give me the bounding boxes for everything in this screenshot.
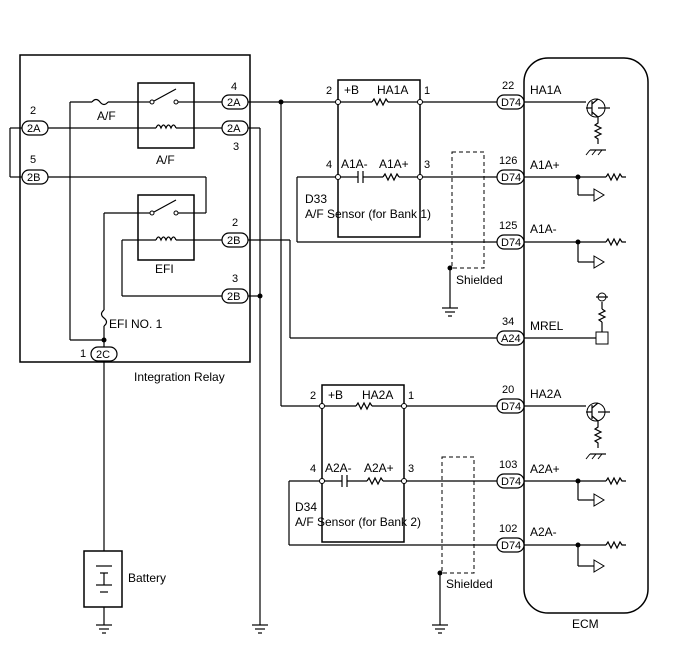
relay-pin-3-2b: 3 2B xyxy=(221,273,249,304)
svg-text:20: 20 xyxy=(502,384,514,396)
shield1-ground-icon xyxy=(442,307,458,317)
ecm-input-a1a-plus-icon xyxy=(524,172,626,202)
svg-text:22: 22 xyxy=(502,80,514,92)
battery-ground-icon xyxy=(96,624,112,634)
ecm-terminal-a2a-minus: 102 D74 A2A- xyxy=(496,523,557,553)
ecm-terminal-a1a-plus: 126 D74 A1A+ xyxy=(496,155,560,185)
svg-text:103: 103 xyxy=(499,459,517,471)
bank2-sensor-id: D34 xyxy=(295,500,317,514)
shielded-label-1: Shielded xyxy=(456,273,503,287)
svg-text:2: 2 xyxy=(232,217,238,229)
svg-text:1: 1 xyxy=(408,390,414,402)
svg-text:2B: 2B xyxy=(227,291,240,303)
ecm-terminal-a2a-plus: 103 D74 A2A+ xyxy=(496,459,560,489)
relay-pin-2-2b: 2 2B xyxy=(221,217,249,248)
svg-text:2: 2 xyxy=(310,390,316,402)
svg-text:2C: 2C xyxy=(96,349,110,361)
efi-no1-fuse-label: EFI NO. 1 xyxy=(109,317,163,331)
ecm-label: ECM xyxy=(572,617,599,631)
integration-relay-box xyxy=(19,54,251,363)
af-relay-label: A/F xyxy=(156,153,175,167)
svg-text:2B: 2B xyxy=(227,235,240,247)
bank1-heater-label: HA1A xyxy=(377,83,408,97)
svg-text:2: 2 xyxy=(326,85,332,97)
shield-bank1 xyxy=(451,151,485,269)
ecm-transistor-ha2a-icon xyxy=(524,402,610,460)
svg-text:3: 3 xyxy=(232,273,238,285)
af-sensor-bank1-box xyxy=(337,79,421,238)
shielded-label-2: Shielded xyxy=(446,577,493,591)
relay-pin-3-2a: 2A 3 xyxy=(221,120,249,153)
svg-text:A1A+: A1A+ xyxy=(530,158,560,172)
svg-text:3: 3 xyxy=(233,141,239,153)
svg-text:A24: A24 xyxy=(501,333,521,345)
efi-relay-label: EFI xyxy=(155,262,174,276)
af-relay-box xyxy=(137,82,195,149)
ecm-terminal-ha2a: 20 D74 HA2A xyxy=(496,384,561,414)
svg-text:HA2A: HA2A xyxy=(530,387,561,401)
svg-text:A2A+: A2A+ xyxy=(530,462,560,476)
shield2-ground-icon xyxy=(432,624,448,634)
relay-pin-5-2b-left: 5 2B xyxy=(21,154,49,185)
svg-text:1: 1 xyxy=(424,85,430,97)
relay-pin-2-2a-left: 2 2A xyxy=(21,105,49,136)
efi-relay-box xyxy=(137,194,195,261)
svg-text:D74: D74 xyxy=(501,237,521,249)
shield-bank2 xyxy=(441,456,475,574)
svg-text:2A: 2A xyxy=(227,123,241,135)
svg-text:4: 4 xyxy=(310,463,316,475)
relay-pin-1-2c: 1 2C xyxy=(80,346,118,362)
svg-text:2B: 2B xyxy=(27,172,40,184)
svg-text:5: 5 xyxy=(30,154,36,166)
bank2-sig-minus-label: A2A- xyxy=(325,461,352,475)
svg-text:A2A-: A2A- xyxy=(530,525,557,539)
bank2-sensor-name: A/F Sensor (for Bank 2) xyxy=(295,515,421,529)
ecm-mrel-icon xyxy=(524,292,609,345)
svg-text:D74: D74 xyxy=(501,401,521,413)
bank1-sensor-id: D33 xyxy=(305,192,327,206)
svg-text:2: 2 xyxy=(30,105,36,117)
bank1-sensor-name: A/F Sensor (for Bank 1) xyxy=(305,207,431,221)
bank2-heater-label: HA2A xyxy=(362,388,393,402)
ecm-input-a2a-minus-icon xyxy=(524,540,626,573)
ecm-input-a2a-plus-icon xyxy=(524,476,626,507)
ecm-transistor-ha1a-icon xyxy=(524,98,610,156)
bank1-sig-plus-label: A1A+ xyxy=(379,157,409,171)
integration-relay-label: Integration Relay xyxy=(134,370,225,384)
bank1-sig-minus-label: A1A- xyxy=(341,157,368,171)
svg-text:D74: D74 xyxy=(501,476,521,488)
ecm-terminal-ha1a: 22 D74 HA1A xyxy=(496,80,561,110)
svg-text:4: 4 xyxy=(231,81,237,93)
svg-text:HA1A: HA1A xyxy=(530,83,561,97)
svg-text:MREL: MREL xyxy=(530,319,564,333)
svg-text:A1A-: A1A- xyxy=(530,222,557,236)
bank2-plus-b: +B xyxy=(328,388,343,402)
ecm-input-a1a-minus-icon xyxy=(524,237,626,269)
relay-ground-icon xyxy=(252,624,268,634)
svg-text:D74: D74 xyxy=(501,172,521,184)
svg-text:1: 1 xyxy=(80,348,86,360)
svg-text:126: 126 xyxy=(499,155,517,167)
bank1-plus-b: +B xyxy=(344,83,359,97)
battery-label: Battery xyxy=(128,571,166,585)
ecm-terminal-mrel: 34 A24 MREL xyxy=(496,316,564,346)
battery-box xyxy=(83,550,123,608)
svg-text:2A: 2A xyxy=(227,97,241,109)
svg-text:D74: D74 xyxy=(501,540,521,552)
af-fuse-label: A/F xyxy=(97,109,116,123)
ecm-terminal-a1a-minus: 125 D74 A1A- xyxy=(496,220,557,250)
svg-text:34: 34 xyxy=(502,316,514,328)
bank2-sig-plus-label: A2A+ xyxy=(364,461,394,475)
svg-text:102: 102 xyxy=(499,523,517,535)
svg-text:D74: D74 xyxy=(501,97,521,109)
svg-text:4: 4 xyxy=(326,159,332,171)
svg-text:125: 125 xyxy=(499,220,517,232)
svg-text:2A: 2A xyxy=(27,123,41,135)
svg-text:3: 3 xyxy=(408,463,414,475)
relay-pin-4-2a: 4 2A xyxy=(221,81,249,110)
svg-text:3: 3 xyxy=(424,159,430,171)
af-sensor-bank2-box xyxy=(321,384,405,543)
